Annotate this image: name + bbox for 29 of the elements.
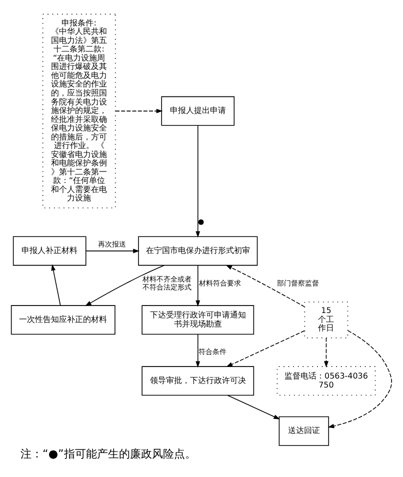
arrow [324,337,328,368]
arrow [85,248,140,253]
node-box: 下达受理行政许可申请通知书并现场勘查 [142,304,254,334]
edge-label: 材料不齐全或者不符合法定形式 [142,274,192,291]
edge-label: 符合条件 [198,346,227,356]
arrow [196,124,200,238]
caption: 注：“●”指可能产生的廉政风险点。 [20,447,196,460]
node-box: 在宁国市电保办进行形式初审 [138,236,258,266]
node-box: 申报条件: 《中华人民共和国电力法》第五十二条第二款:“在电力设施周围进行爆破及其他可能危及电力设施安全的作业的，应当按照国务院有关电力设施保护的规定，经批准并采取确保电力设施安全的措施后，方可进行作业。 《安徽省电力设施和电能保护条例》第十二条第一款：“任何单位和个人需要在电力设施 [42,13,116,208]
edge-label: 再次报送 [98,238,126,248]
edge-label: 材料符合要求 [198,278,241,287]
node-box: 申报人补正材料 [12,236,86,266]
arrow [85,264,164,306]
node-box: 领导审批，下达行政许可决 [142,366,254,396]
node-box: 一次性告知应补正的材料 [10,304,116,334]
node-box: 送达回证 [278,416,330,446]
edge-label: 部门督察监督 [276,278,319,287]
arrow [115,108,163,113]
arrow [51,264,61,306]
node-box: 监督电话：0563-4036750 [276,366,376,396]
edge-label: ● [198,216,204,226]
arrow [226,330,305,367]
arrow [227,394,280,419]
arrow [196,334,200,368]
arrow [328,330,392,428]
arrow [226,264,306,307]
node-box: 申报人提出申请 [161,96,235,126]
node-box: 15个工作日 [304,301,348,338]
arrow [196,264,200,306]
